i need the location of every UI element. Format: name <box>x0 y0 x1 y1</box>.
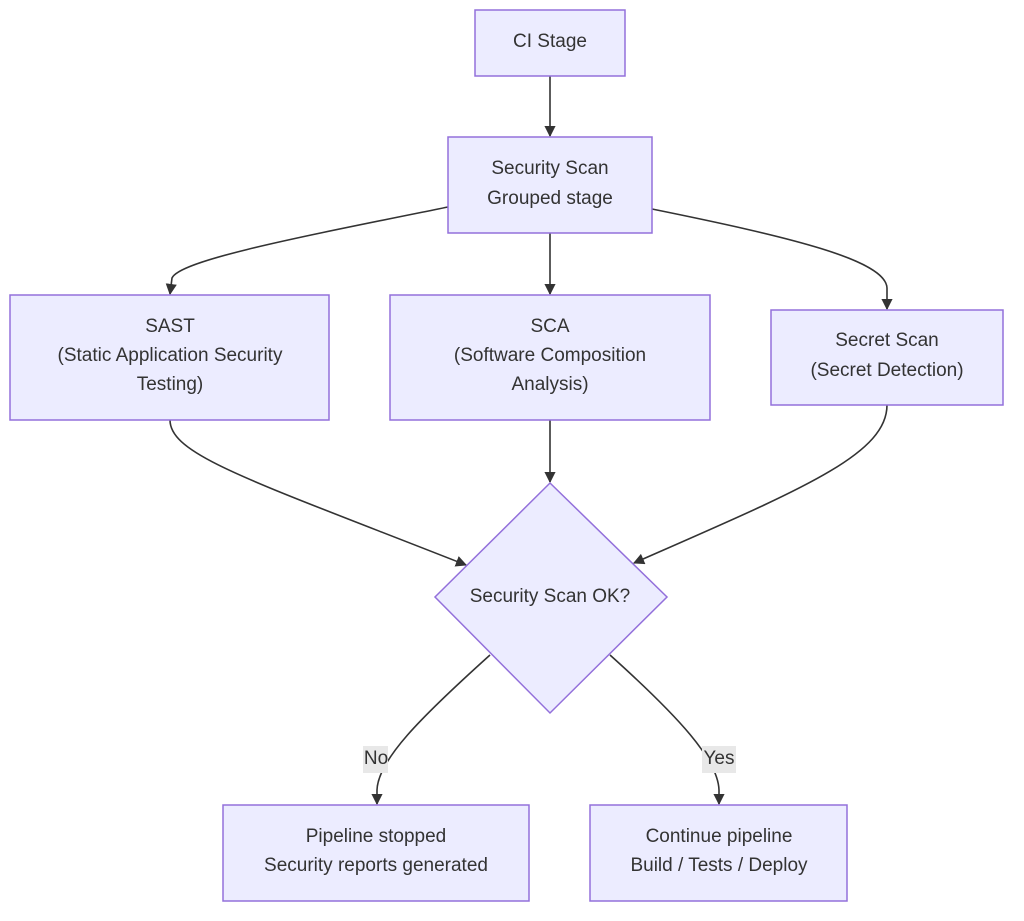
node-sca-line-1: SCA <box>530 316 569 337</box>
edge-decision-to-continue <box>609 654 725 806</box>
node-continue-line-1: Continue pipeline <box>646 826 793 847</box>
svg-text:No: No <box>364 748 388 769</box>
node-sast: SAST (Static Application Security Testin… <box>9 294 330 421</box>
node-security-scan-line-1: Security Scan <box>491 158 608 179</box>
edge-security-scan-to-sast <box>165 206 449 296</box>
node-secret-scan: Secret Scan (Secret Detection) <box>770 309 1004 406</box>
edge-secret-scan-to-decision <box>632 404 888 565</box>
node-sast-line-3: Testing) <box>137 374 204 395</box>
node-continue-line-2: Build / Tests / Deploy <box>630 855 808 876</box>
node-ci-stage-line-1: CI Stage <box>513 31 587 52</box>
edge-label-no: No <box>363 746 388 773</box>
node-stopped-line-2: Security reports generated <box>264 855 488 876</box>
edge-sast-to-decision <box>169 419 468 567</box>
svg-text:Yes: Yes <box>704 748 735 769</box>
node-sca-line-3: Analysis) <box>511 374 588 395</box>
node-decision-line-1: Security Scan OK? <box>470 586 631 607</box>
node-sca-line-2: (Software Composition <box>454 345 646 366</box>
node-security-scan-line-2: Grouped stage <box>487 188 613 209</box>
node-stopped-line-1: Pipeline stopped <box>306 826 447 847</box>
node-continue-pipeline: Continue pipeline Build / Tests / Deploy <box>589 804 848 902</box>
edge-decision-to-stopped <box>371 654 491 806</box>
node-sca: SCA (Software Composition Analysis) <box>389 294 711 421</box>
edge-label-yes: Yes <box>702 746 736 773</box>
node-decision: Security Scan OK? <box>433 481 669 715</box>
node-sast-line-2: (Static Application Security <box>58 345 283 366</box>
node-security-scan: Security Scan Grouped stage <box>447 136 653 234</box>
node-secret-scan-line-2: (Secret Detection) <box>810 360 963 381</box>
node-pipeline-stopped: Pipeline stopped Security reports genera… <box>222 804 530 902</box>
node-sast-line-1: SAST <box>145 316 195 337</box>
node-ci-stage: CI Stage <box>474 9 626 77</box>
edge-security-scan-to-secret-scan <box>651 208 893 311</box>
node-secret-scan-line-1: Secret Scan <box>835 330 939 351</box>
